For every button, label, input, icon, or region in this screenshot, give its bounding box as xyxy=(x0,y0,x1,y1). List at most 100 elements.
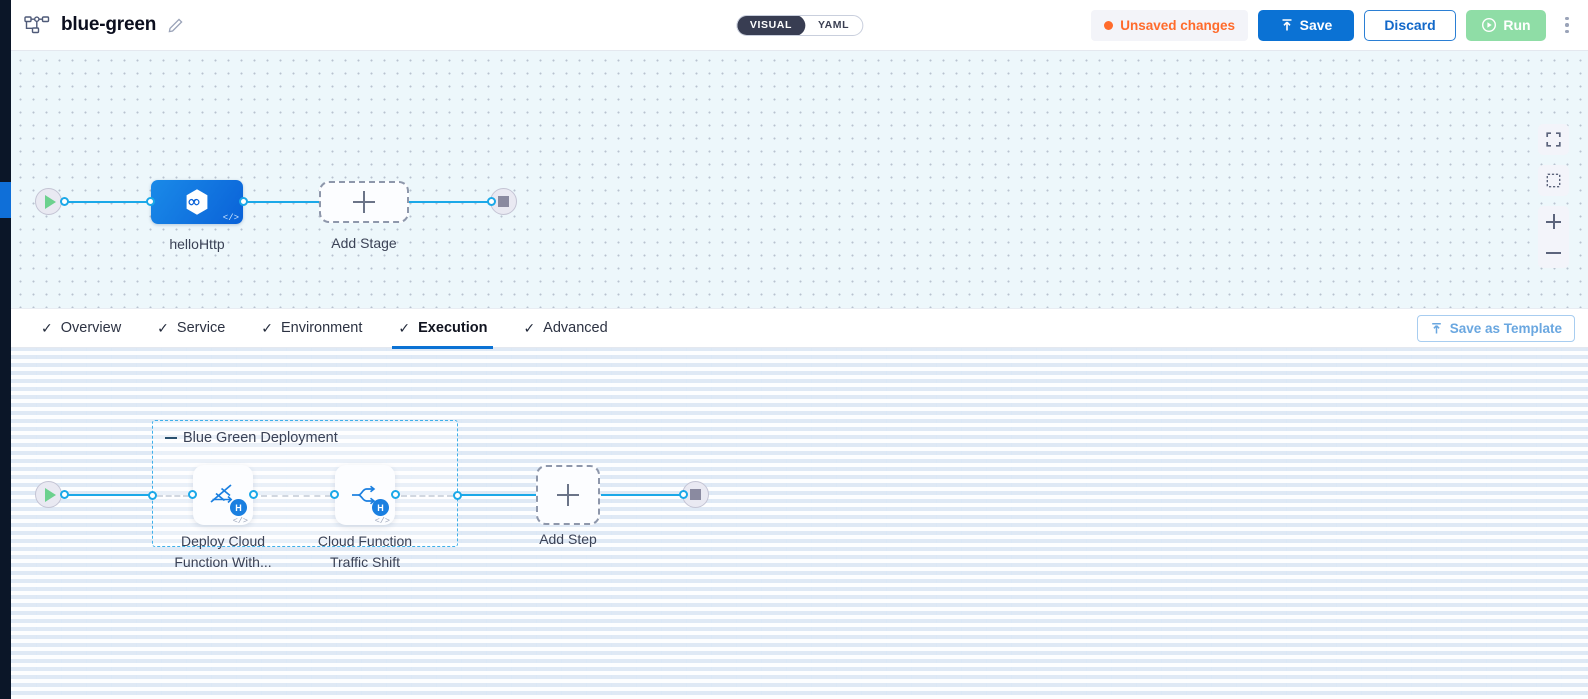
tab-service[interactable]: ✓ Service xyxy=(139,309,243,348)
zoom-in-icon[interactable] xyxy=(1538,206,1569,237)
add-step-label: Add Step xyxy=(539,531,597,547)
edge-start-to-group xyxy=(64,494,152,496)
step-node-cloud-function-traffic-shift[interactable]: H </> Cloud Function Traffic Shift xyxy=(318,465,412,570)
step-end-input-port[interactable] xyxy=(679,490,688,499)
step-node-label-line2: Function With... xyxy=(174,554,272,570)
check-icon: ✓ xyxy=(157,319,169,336)
visual-yaml-switch[interactable]: VISUAL YAML xyxy=(735,14,864,36)
step-start-output-port[interactable] xyxy=(60,490,69,499)
view-mode-toggle[interactable]: VISUAL YAML xyxy=(735,14,864,36)
play-circle-icon xyxy=(1482,17,1497,33)
stage-node-label: helloHttp xyxy=(169,236,225,252)
discard-button[interactable]: Discard xyxy=(1364,9,1456,41)
step-node-label-line2: Traffic Shift xyxy=(329,554,401,570)
tab-environment[interactable]: ✓ Environment xyxy=(243,309,380,348)
step-code-badge: </> xyxy=(374,516,390,526)
run-button[interactable]: Run xyxy=(1466,9,1546,41)
deploy-function-icon xyxy=(210,484,233,504)
zoom-controls xyxy=(1538,206,1569,268)
tab-service-label: Service xyxy=(176,320,226,336)
stage-start-terminal[interactable] xyxy=(35,188,69,215)
template-upload-icon xyxy=(1431,322,1441,333)
check-icon: ✓ xyxy=(41,319,53,336)
step-code-badge: </> xyxy=(232,516,248,526)
header-left-group: blue-green xyxy=(11,14,184,36)
group-title: Blue Green Deployment xyxy=(165,430,338,446)
group-title-label: Blue Green Deployment xyxy=(183,430,338,446)
tab-overview[interactable]: ✓ Overview xyxy=(23,309,139,348)
more-vertical-icon[interactable] xyxy=(1556,10,1578,41)
run-button-label: Run xyxy=(1503,17,1531,33)
add-stage-button[interactable] xyxy=(319,181,409,223)
tab-overview-label: Overview xyxy=(60,320,122,336)
step-node-label-line1: Cloud Function xyxy=(317,533,413,549)
step1-input-port[interactable] xyxy=(188,490,197,499)
step2-output-port[interactable] xyxy=(391,490,400,499)
view-mode-yaml[interactable]: YAML xyxy=(817,18,850,31)
end-input-port[interactable] xyxy=(487,197,496,206)
step-node-body[interactable]: H </> xyxy=(335,465,395,526)
stage-end-terminal[interactable] xyxy=(487,188,517,215)
add-stage-node[interactable]: Add Stage xyxy=(319,181,409,251)
step-canvas[interactable]: Execution Rollback xyxy=(11,347,1588,699)
fullscreen-icon[interactable] xyxy=(1538,124,1569,155)
tab-environment-label: Environment xyxy=(281,320,363,336)
save-as-template-button[interactable]: Save as Template xyxy=(1416,314,1575,342)
check-icon: ✓ xyxy=(398,319,411,336)
step-node-label-line1: Deploy Cloud xyxy=(180,533,266,549)
tab-advanced[interactable]: ✓ Advanced xyxy=(505,309,625,348)
step1-output-port[interactable] xyxy=(249,490,258,499)
hellohttp-output-port[interactable] xyxy=(239,197,248,206)
save-as-template-label: Save as Template xyxy=(1449,320,1562,336)
tab-execution[interactable]: ✓ Execution xyxy=(380,309,505,349)
step-group-blue-green-deployment[interactable]: Blue Green Deployment xyxy=(152,420,458,547)
pipeline-graph-icon xyxy=(24,15,50,35)
stage-node-hellohttp[interactable]: </> helloHttp xyxy=(146,180,248,252)
edge-step1-to-step2 xyxy=(261,495,331,497)
app-header: blue-green VISUAL YAML Unsaved changes xyxy=(11,0,1588,51)
status-badge-unsaved: Unsaved changes xyxy=(1091,9,1248,41)
add-step-node[interactable]: Add Step xyxy=(536,465,600,547)
hellohttp-input-port[interactable] xyxy=(146,197,155,206)
tab-advanced-label: Advanced xyxy=(543,320,608,336)
step-node-deploy-cloud-function[interactable]: H </> Deploy Cloud Function With... xyxy=(174,465,272,570)
config-tabbar: ✓ Overview ✓ Service ✓ Environment ✓ Exe… xyxy=(11,308,1588,349)
save-button-label: Save xyxy=(1299,17,1333,33)
fit-to-screen-icon[interactable] xyxy=(1538,165,1569,196)
unsaved-dot-icon xyxy=(1104,20,1114,30)
step2-input-port[interactable] xyxy=(330,490,339,499)
plus-icon xyxy=(557,484,579,506)
page-title: blue-green xyxy=(61,14,157,35)
edge-addstage-to-end xyxy=(398,201,491,203)
add-step-button[interactable] xyxy=(536,465,600,525)
discard-button-label: Discard xyxy=(1384,17,1436,33)
view-mode-visual[interactable]: VISUAL xyxy=(736,15,805,35)
left-rail-active-indicator xyxy=(0,182,11,218)
edge-group-to-addstep xyxy=(458,494,538,496)
stage-code-badge: </> xyxy=(222,213,239,223)
check-icon: ✓ xyxy=(261,319,273,336)
step-node-body[interactable]: H </> xyxy=(193,465,253,526)
zoom-out-icon[interactable] xyxy=(1538,237,1569,268)
step-end-terminal[interactable] xyxy=(679,481,709,508)
left-nav-rail xyxy=(0,0,11,699)
pencil-edit-icon[interactable] xyxy=(167,17,184,34)
save-button[interactable]: Save xyxy=(1258,9,1354,41)
stage-canvas[interactable]: </> helloHttp Add Stage xyxy=(11,51,1588,308)
step-start-terminal[interactable] xyxy=(35,481,69,508)
edge-hellohttp-to-addstage xyxy=(236,201,335,203)
tab-execution-label: Execution xyxy=(418,320,488,336)
unsaved-label: Unsaved changes xyxy=(1120,17,1235,33)
header-actions: Unsaved changes Save Discard Run xyxy=(1091,9,1588,41)
collapse-dash-icon[interactable] xyxy=(165,437,177,439)
stage-node-body[interactable]: </> xyxy=(151,180,243,224)
edge-step2-to-group-out xyxy=(401,495,453,497)
plus-icon xyxy=(353,191,375,213)
edge-addstep-to-end xyxy=(601,494,683,496)
start-output-port[interactable] xyxy=(60,197,69,206)
group-input-port[interactable] xyxy=(148,491,157,500)
group-output-port[interactable] xyxy=(453,491,462,500)
add-stage-label: Add Stage xyxy=(331,235,397,251)
play-start-icon xyxy=(35,481,62,508)
